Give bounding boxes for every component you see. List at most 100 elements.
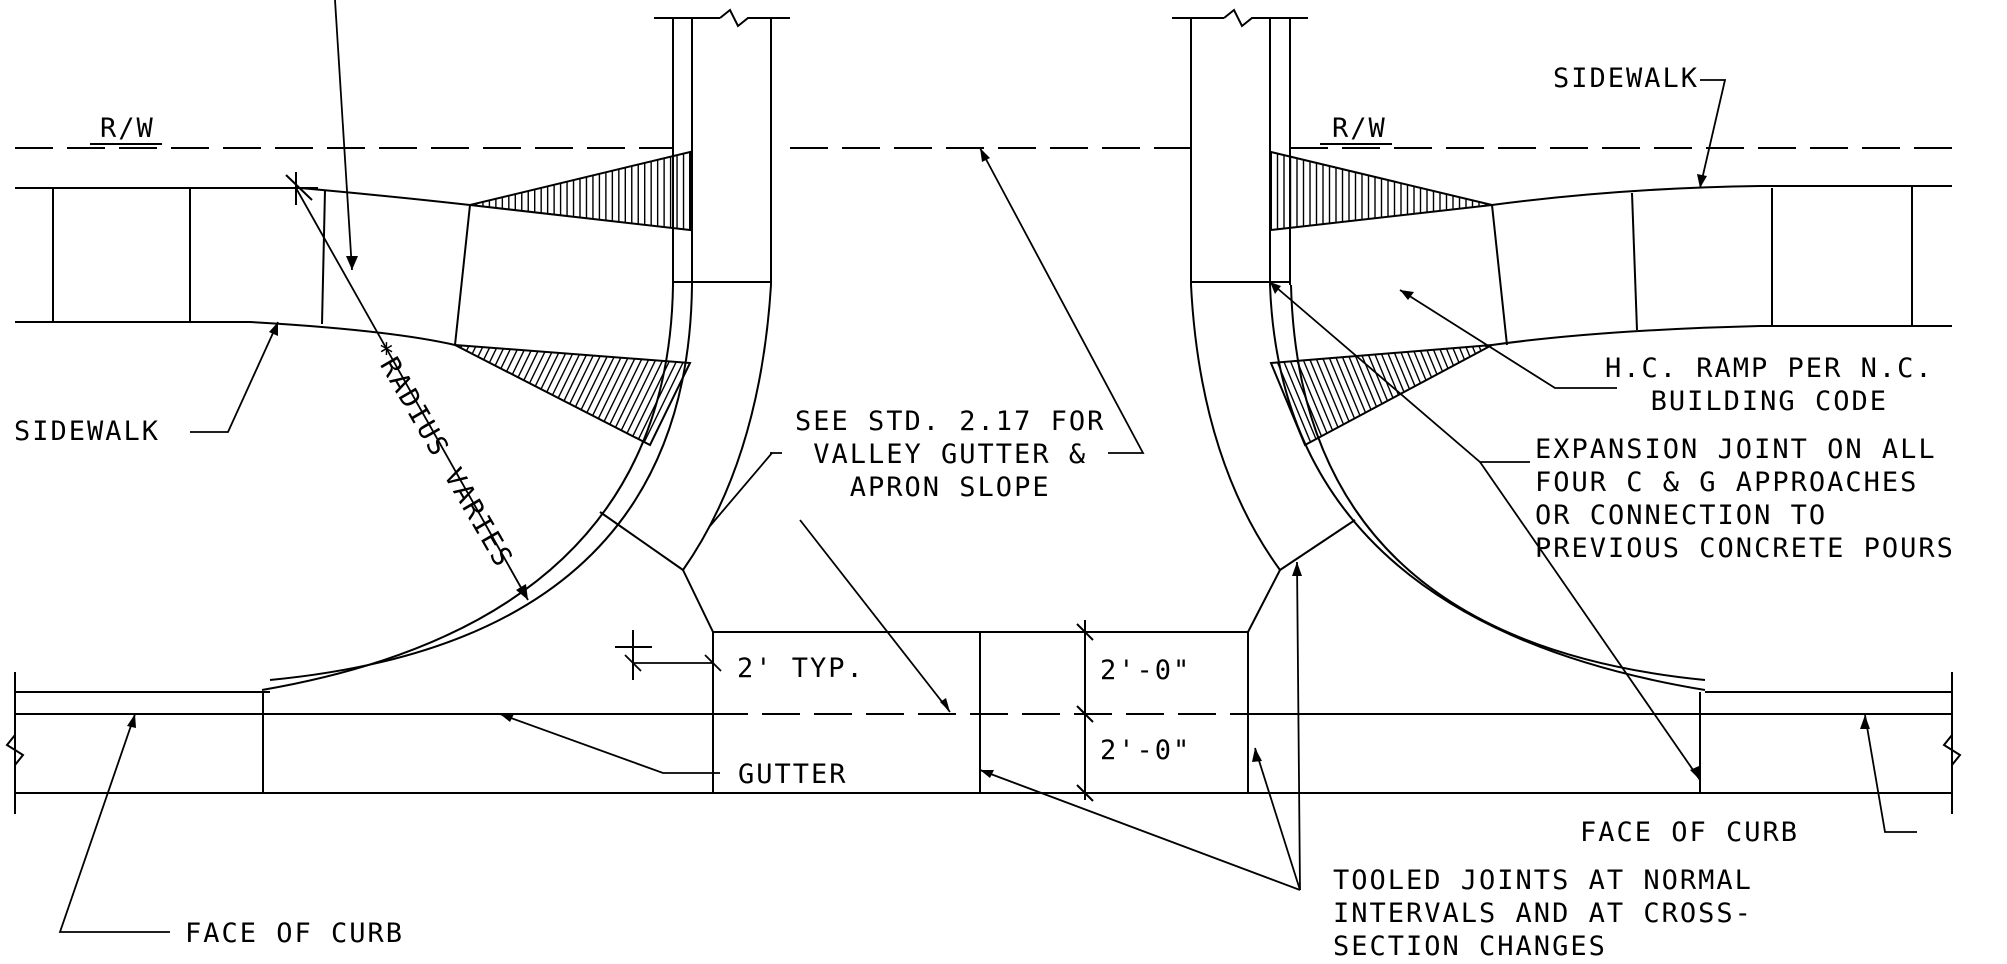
- hatch-line: [1484, 345, 1488, 349]
- right-sidewalk: [1491, 185, 1952, 346]
- tooled-joints-line-2: INTERVALS AND AT CROSS-: [1333, 898, 1753, 929]
- hc-ramp-note: H.C. RAMP PER N.C. BUILDING CODE: [1605, 352, 1934, 418]
- hatch-line: [1283, 361, 1317, 440]
- hatch-line: [523, 351, 539, 381]
- hatch-line: [620, 360, 657, 431]
- dimension-upper-label: 2'-0": [1100, 655, 1192, 686]
- hatch-line: [626, 360, 663, 434]
- hatch-line: [609, 358, 643, 425]
- hatch-line: [643, 362, 684, 443]
- sidewalk-label-right: SIDEWALK: [1553, 63, 1700, 94]
- hatch-line: [597, 357, 629, 419]
- hatch-line: [1322, 358, 1350, 422]
- hatch-line: [637, 361, 677, 440]
- expansion-joint-line-4: PREVIOUS CONCRETE POURS: [1535, 533, 1955, 564]
- hatch-line: [632, 361, 670, 437]
- hatch-line: [483, 347, 491, 361]
- hatch-line: [1328, 357, 1356, 419]
- hatch-line: [500, 348, 511, 369]
- hatch-line: [1309, 359, 1339, 428]
- tooled-joints-line-3: SECTION CHANGES: [1333, 931, 1607, 962]
- hatch-line: [511, 349, 525, 375]
- dimension-lower-label: 2'-0": [1100, 735, 1192, 766]
- hatch-line: [1341, 356, 1367, 413]
- hatch-line: [592, 357, 622, 416]
- hatch-line: [1374, 354, 1394, 399]
- see-std-line-3: APRON SLOPE: [849, 472, 1051, 503]
- expansion-joint-line-3: OR CONNECTION TO: [1535, 500, 1828, 531]
- gutter-label: GUTTER: [738, 759, 848, 790]
- hatch-line: [1380, 353, 1400, 396]
- street-edges: [654, 8, 1308, 285]
- hatch-line: [1367, 354, 1389, 402]
- hatch-line: [1302, 360, 1334, 431]
- hatch-line: [1406, 351, 1422, 384]
- hatch-line: [471, 346, 477, 355]
- hatch-line: [551, 353, 574, 396]
- hatch-line: [1426, 350, 1438, 375]
- expansion-joint-note: EXPANSION JOINT ON ALL FOUR C & G APPROA…: [1535, 433, 1955, 565]
- hatch-line: [1452, 347, 1460, 363]
- hatch-line: [1478, 345, 1482, 352]
- hatch-line: [460, 345, 463, 349]
- hatch-line: [1400, 352, 1416, 387]
- hatch-line: [1419, 350, 1433, 378]
- tooled-joints-note: TOOLED JOINTS AT NORMAL INTERVALS AND AT…: [1333, 864, 1753, 963]
- hatch-line: [517, 350, 532, 378]
- curb-and-gutter: [5, 672, 1962, 814]
- hatch-line: [1393, 352, 1411, 390]
- hatch-line: [505, 349, 518, 372]
- face-of-curb-label-right: FACE OF CURB: [1580, 817, 1800, 848]
- hc-ramp-line-2: BUILDING CODE: [1650, 386, 1888, 417]
- hatch-line: [546, 353, 567, 393]
- hatch-line: [1387, 353, 1405, 393]
- hatch-line: [540, 352, 560, 390]
- hatch-line: [1315, 359, 1345, 425]
- hatch-line: [1458, 347, 1466, 360]
- hatch-line: [1354, 355, 1378, 408]
- face-of-curb-label-left: FACE OF CURB: [185, 918, 405, 949]
- hatch-line: [477, 346, 484, 358]
- dimension-marks: [615, 620, 1094, 802]
- hatch-line: [614, 359, 650, 428]
- hatch-line: [580, 356, 608, 411]
- hatch-line: [1276, 362, 1312, 443]
- hatch-line: [1432, 349, 1444, 372]
- row-label-right: R/W: [1332, 113, 1387, 144]
- expansion-joint-line-2: FOUR C & G APPROACHES: [1535, 467, 1919, 498]
- hatch-line: [574, 355, 601, 408]
- hatch-line: [1289, 361, 1323, 437]
- ramp-flares: [454, 150, 1493, 447]
- tooled-joints-line-1: TOOLED JOINTS AT NORMAL: [1333, 865, 1753, 896]
- leader-lines: [58, 0, 1917, 933]
- expansion-joint-line-1: EXPANSION JOINT ON ALL: [1535, 434, 1937, 465]
- sidewalk-label-left: SIDEWALK: [14, 416, 161, 447]
- hatch-line: [465, 345, 470, 352]
- hatch-line: [1348, 356, 1372, 410]
- see-std-line-1: SEE STD. 2.17 FOR: [795, 406, 1106, 437]
- hatch-line: [1413, 351, 1427, 381]
- hatch-line: [494, 348, 505, 366]
- row-label-left: R/W: [100, 113, 155, 144]
- hatch-line: [586, 356, 615, 413]
- hatch-line: [1465, 346, 1471, 358]
- hatch-line: [1445, 348, 1455, 366]
- hatch-line: [1335, 357, 1361, 416]
- hatch-line: [1471, 346, 1477, 355]
- left-sidewalk: [15, 172, 471, 346]
- hatch-line: [534, 352, 553, 387]
- hatch-line: [557, 354, 581, 399]
- see-std-note: SEE STD. 2.17 FOR VALLEY GUTTER & APRON …: [795, 405, 1105, 504]
- hatch-line: [569, 355, 594, 405]
- hatch-line: [603, 358, 636, 422]
- right-of-way-lines: [15, 143, 1952, 149]
- hatch-line: [488, 347, 498, 363]
- two-ft-typ-label: 2' TYP.: [737, 653, 865, 684]
- hatch-line: [1439, 348, 1449, 369]
- hatch-line: [1296, 360, 1328, 434]
- hc-ramp-line-1: H.C. RAMP PER N.C.: [1605, 353, 1934, 384]
- hatch-line: [563, 354, 587, 402]
- hatch-line: [528, 351, 546, 384]
